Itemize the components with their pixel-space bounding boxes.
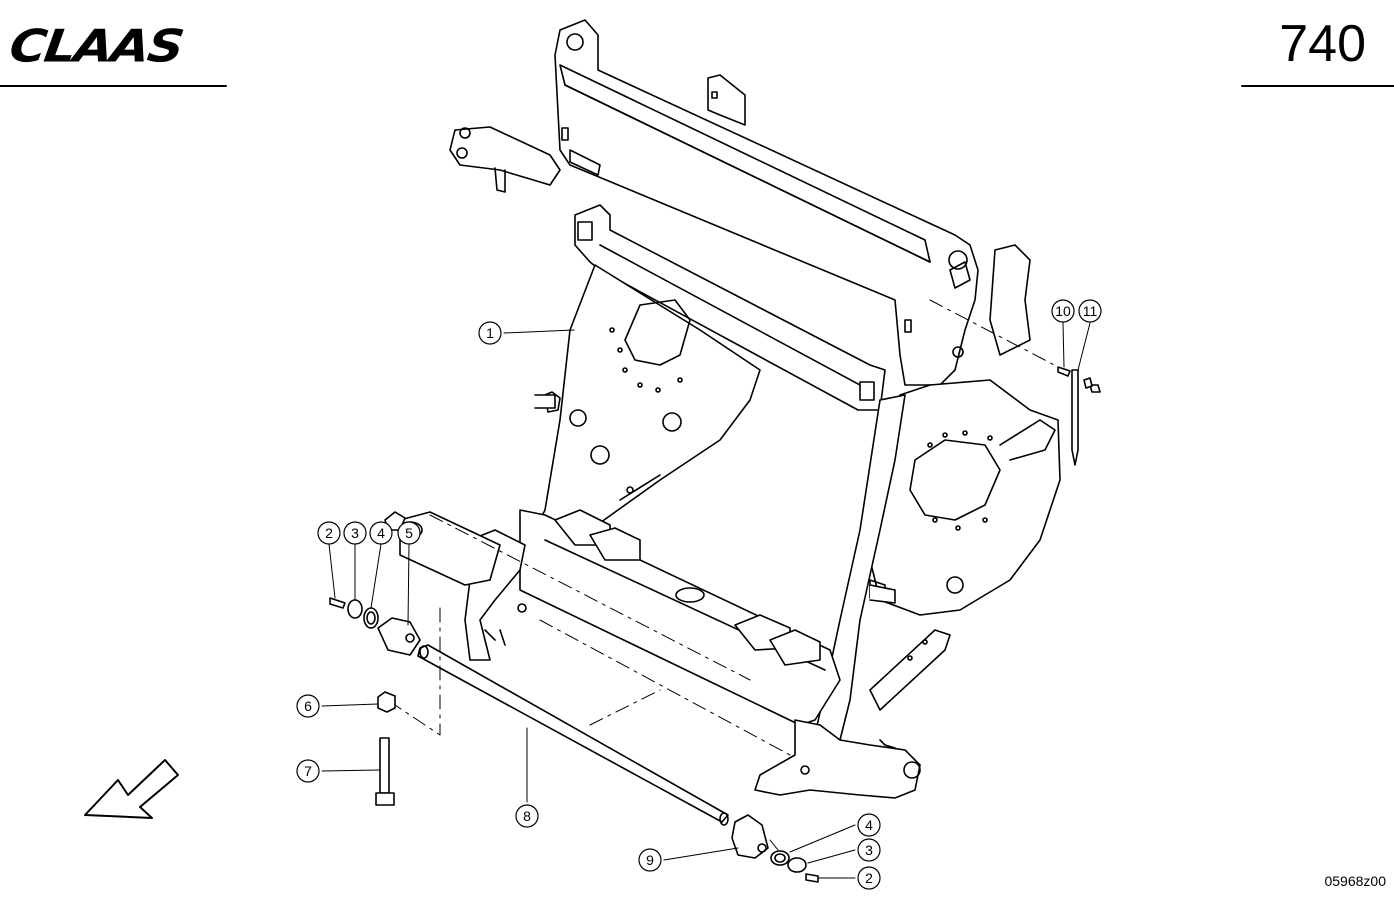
callout-1: 1	[478, 321, 502, 345]
part-10-11-pin	[1057, 366, 1101, 466]
callout-circle	[857, 838, 881, 862]
frame-assembly	[449, 19, 1061, 799]
callout-label: 3	[351, 525, 359, 541]
callout-label: 3	[865, 842, 873, 858]
callout-label: 10	[1055, 303, 1071, 319]
page-number: 740	[1279, 15, 1366, 73]
callout-11: 11	[1078, 299, 1102, 323]
callout-9: 9	[638, 848, 662, 872]
part-6-7-bolt	[375, 691, 396, 806]
alignment-lines	[394, 299, 1061, 851]
callout-4: 4	[369, 521, 393, 545]
callout-circle	[1078, 299, 1102, 323]
callout-circle	[478, 321, 502, 345]
callout-circle	[857, 866, 881, 890]
callout-label: 2	[865, 870, 873, 886]
callout-circle	[343, 521, 367, 545]
callout-circle	[317, 521, 341, 545]
callout-10: 10	[1051, 299, 1075, 323]
callout-8: 8	[515, 804, 539, 828]
left-fastener-set	[329, 597, 379, 629]
callout-label: 8	[523, 808, 531, 824]
callout-6: 6	[296, 694, 320, 718]
callout-circle	[296, 759, 320, 783]
callout-label: 4	[865, 817, 873, 833]
callout-group: 1 2 3 4 5 6 7 8 9 4 3 2 10 11	[296, 299, 1102, 890]
callout-circle	[296, 694, 320, 718]
callout-2: 2	[317, 521, 341, 545]
callout-4: 4	[857, 813, 881, 837]
callout-label: 6	[304, 698, 312, 714]
callout-label: 2	[325, 525, 333, 541]
callout-circle	[1051, 299, 1075, 323]
callout-label: 9	[646, 852, 654, 868]
callout-circle	[638, 848, 662, 872]
callout-label: 11	[1083, 303, 1098, 319]
callout-label: 4	[377, 525, 385, 541]
leader-lines	[321, 322, 1091, 879]
callout-label: 7	[304, 763, 312, 779]
callout-circle	[515, 804, 539, 828]
callout-circle	[857, 813, 881, 837]
callout-label: 1	[486, 325, 494, 341]
callout-3: 3	[857, 838, 881, 862]
arrow-down-left-icon	[84, 759, 179, 819]
callout-7: 7	[296, 759, 320, 783]
callout-3: 3	[343, 521, 367, 545]
part-5-block	[384, 511, 501, 586]
callout-5: 5	[397, 521, 421, 545]
right-fastener-set	[770, 850, 819, 883]
callout-2: 2	[857, 866, 881, 890]
part-5-clamp	[377, 617, 421, 656]
part-8-rod	[417, 644, 729, 826]
callout-circle	[397, 521, 421, 545]
callout-label: 5	[405, 525, 413, 541]
drawing-code: 05968z00	[1324, 873, 1386, 889]
callout-circle	[369, 521, 393, 545]
part-9-clamp	[731, 814, 769, 859]
